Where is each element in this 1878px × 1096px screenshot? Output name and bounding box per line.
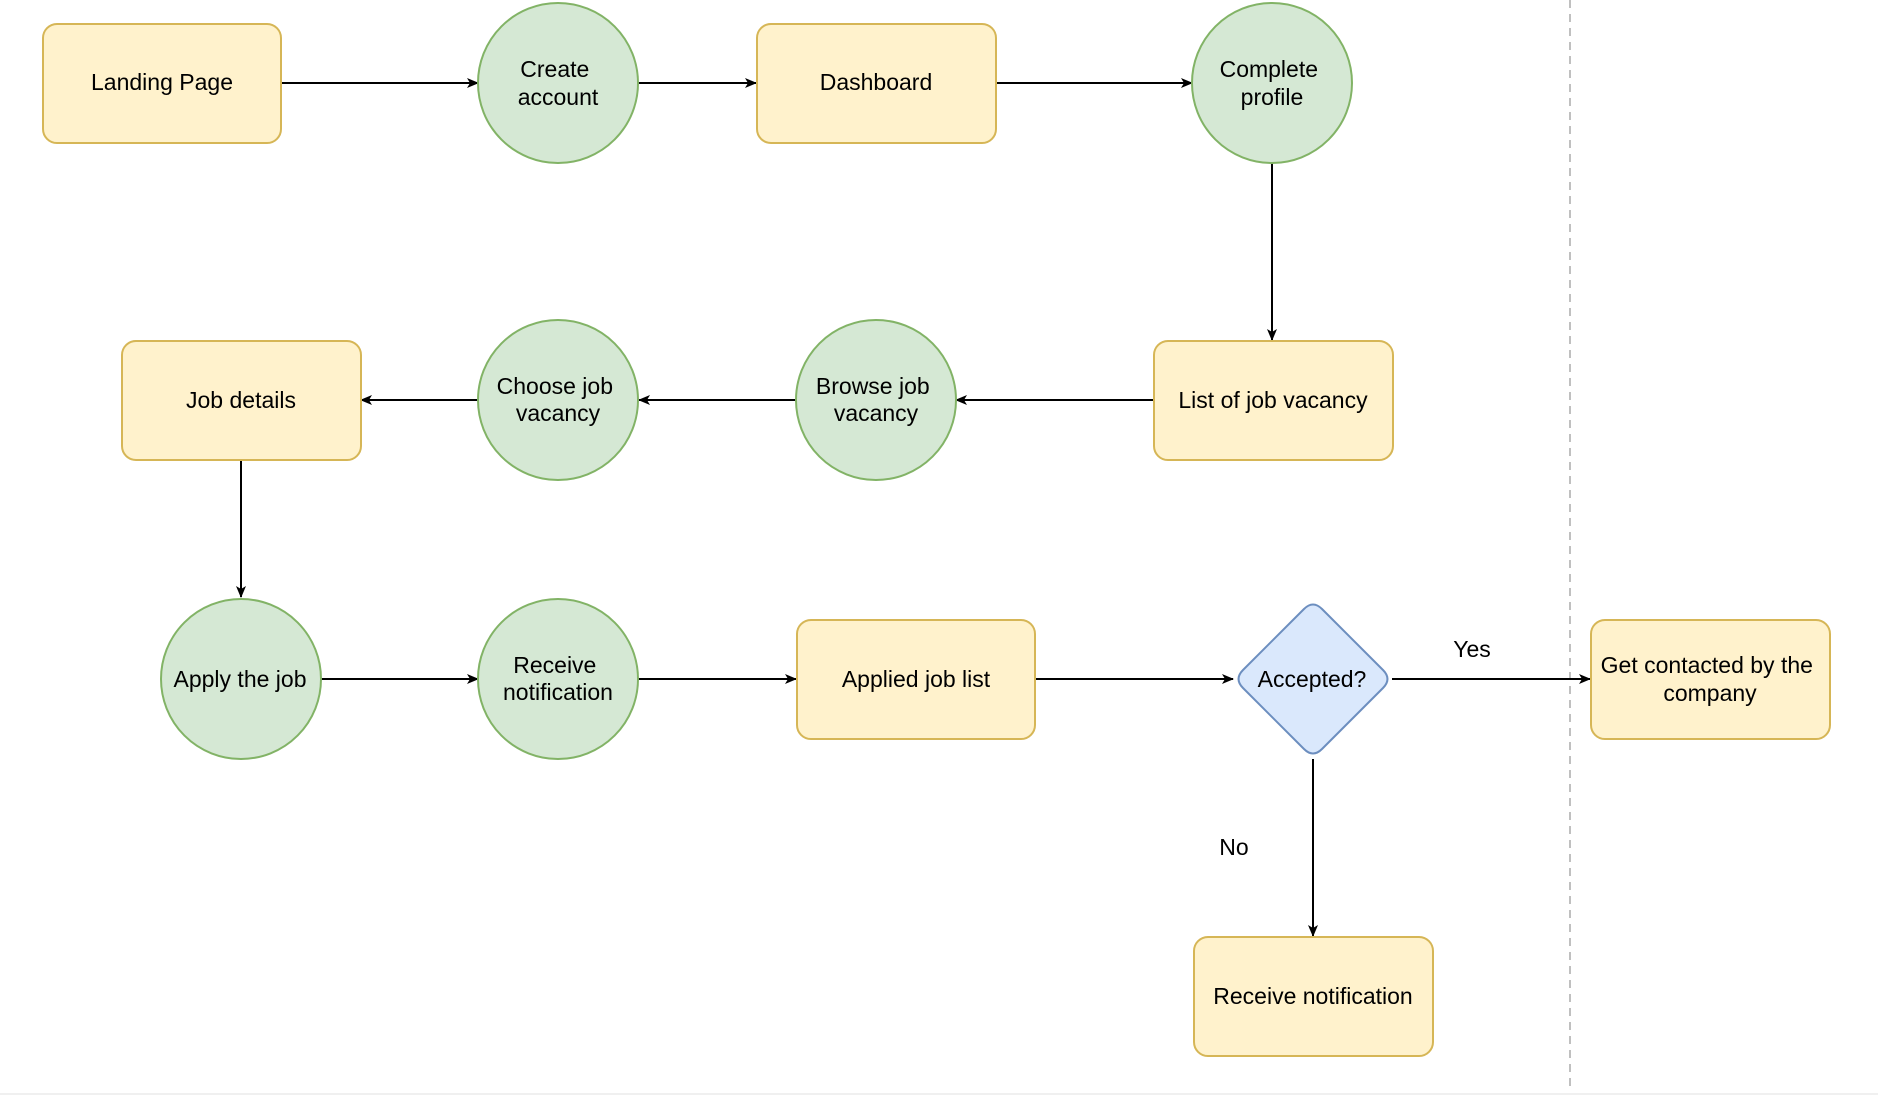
node-label: Applied job list (842, 666, 991, 692)
node-apply-the-job[interactable]: Apply the job (160, 598, 322, 760)
node-job-details[interactable]: Job details (121, 340, 362, 461)
edge-label-yes: Yes (1453, 636, 1491, 662)
node-label: Complete profile (1220, 56, 1325, 110)
node-shape (756, 23, 997, 144)
node-shape (1153, 340, 1394, 461)
node-label: Browse job vacancy (816, 373, 936, 426)
node-get-contacted[interactable]: Get contacted by the company (1590, 619, 1831, 740)
node-label: Apply the job (174, 666, 307, 692)
node-receive-notification-rejected[interactable]: Receive notification (1193, 936, 1434, 1057)
node-label: Accepted? (1258, 666, 1367, 692)
node-choose-job-vacancy[interactable]: Choose job vacancy (477, 319, 639, 481)
node-label: Landing Page (91, 69, 233, 95)
node-shape (121, 340, 362, 461)
node-label: Choose job vacancy (497, 373, 620, 426)
node-landing-page[interactable]: Landing Page (42, 23, 282, 144)
node-label: Create account (518, 56, 599, 110)
node-accepted-decision[interactable]: Accepted? (1237, 603, 1389, 755)
node-shape (1193, 936, 1434, 1057)
node-shape (1237, 603, 1389, 755)
node-dashboard[interactable]: Dashboard (756, 23, 997, 144)
node-shape (42, 23, 282, 144)
edge-label-no: No (1219, 834, 1248, 860)
node-label: Receive notification (503, 652, 613, 705)
node-list-of-job-vacancy[interactable]: List of job vacancy (1153, 340, 1394, 461)
node-shape (477, 319, 639, 481)
node-create-account[interactable]: Create account (477, 2, 639, 164)
node-complete-profile[interactable]: Complete profile (1191, 2, 1353, 164)
node-shape (1590, 619, 1831, 740)
node-applied-job-list[interactable]: Applied job list (796, 619, 1036, 740)
node-label: Dashboard (820, 69, 933, 95)
node-shape (160, 598, 322, 760)
node-shape (477, 598, 639, 760)
node-label: Receive notification (1213, 983, 1412, 1009)
node-browse-job-vacancy[interactable]: Browse job vacancy (795, 319, 957, 481)
node-label: Get contacted by the company (1601, 652, 1820, 706)
node-receive-notification[interactable]: Receive notification (477, 598, 639, 760)
node-shape (477, 2, 639, 164)
edges (236, 78, 1591, 937)
node-shape (1191, 2, 1353, 164)
node-label: List of job vacancy (1178, 387, 1368, 413)
node-shape (796, 619, 1036, 740)
node-shape (795, 319, 957, 481)
node-label: Job details (186, 387, 296, 413)
